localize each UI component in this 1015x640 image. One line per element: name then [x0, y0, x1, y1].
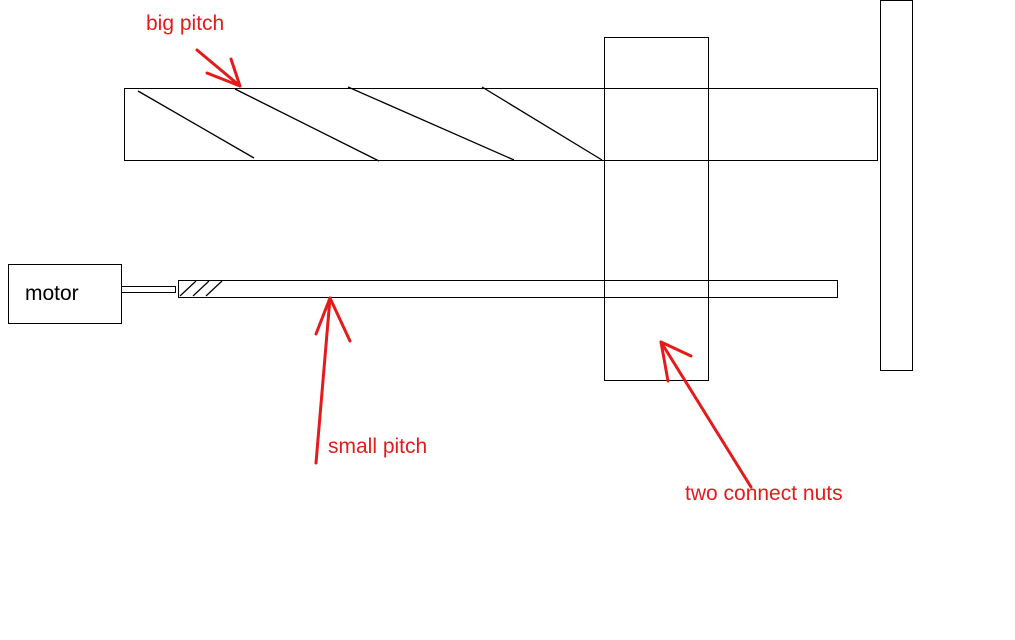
small-pitch-arrow-head [314, 296, 352, 343]
motor-box [8, 264, 122, 324]
big-pitch-screw [124, 88, 878, 161]
big-thread-line [481, 86, 603, 161]
small-pitch-threads [179, 280, 223, 297]
motor-label: motor [25, 282, 79, 305]
big-pitch-threads [137, 86, 603, 162]
connect-nuts-arrow [659, 340, 753, 489]
connect-nuts-arrow-shaft [659, 340, 753, 489]
big-thread-line [234, 88, 380, 162]
small-pitch-screw [178, 280, 838, 298]
connect-nuts-arrow-head [659, 340, 693, 383]
big-pitch-arrow [195, 48, 242, 88]
connect-nuts-block [604, 37, 709, 381]
end-plate [880, 0, 913, 371]
small-pitch-label: small pitch [328, 435, 427, 458]
small-thread-line [179, 280, 197, 297]
small-thread-line [205, 280, 223, 297]
big-pitch-arrow-head [205, 57, 242, 88]
big-thread-line [137, 90, 255, 159]
big-thread-line [347, 86, 515, 161]
small-pitch-arrow-shaft [314, 296, 332, 465]
small-thread-line [192, 280, 210, 297]
big-pitch-arrow-shaft [195, 48, 242, 88]
two-connect-nuts-label: two connect nuts [685, 482, 843, 505]
big-pitch-label: big pitch [146, 12, 224, 35]
motor-shaft [121, 286, 176, 293]
small-pitch-arrow [314, 296, 352, 465]
